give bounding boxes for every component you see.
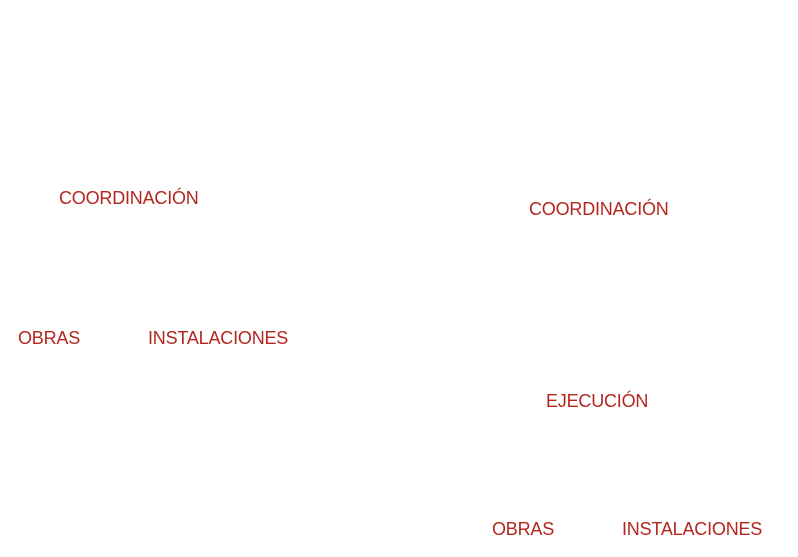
right-installations-label: INSTALACIONES bbox=[622, 519, 763, 539]
left-coordination-label: COORDINACIÓN bbox=[59, 188, 199, 208]
right-execution-label: EJECUCIÓN bbox=[546, 391, 649, 411]
right-coordination-label: COORDINACIÓN bbox=[529, 199, 669, 219]
left-works-label: OBRAS bbox=[18, 328, 81, 348]
left-installations-label: INSTALACIONES bbox=[148, 328, 289, 348]
right-works-label: OBRAS bbox=[492, 519, 555, 539]
